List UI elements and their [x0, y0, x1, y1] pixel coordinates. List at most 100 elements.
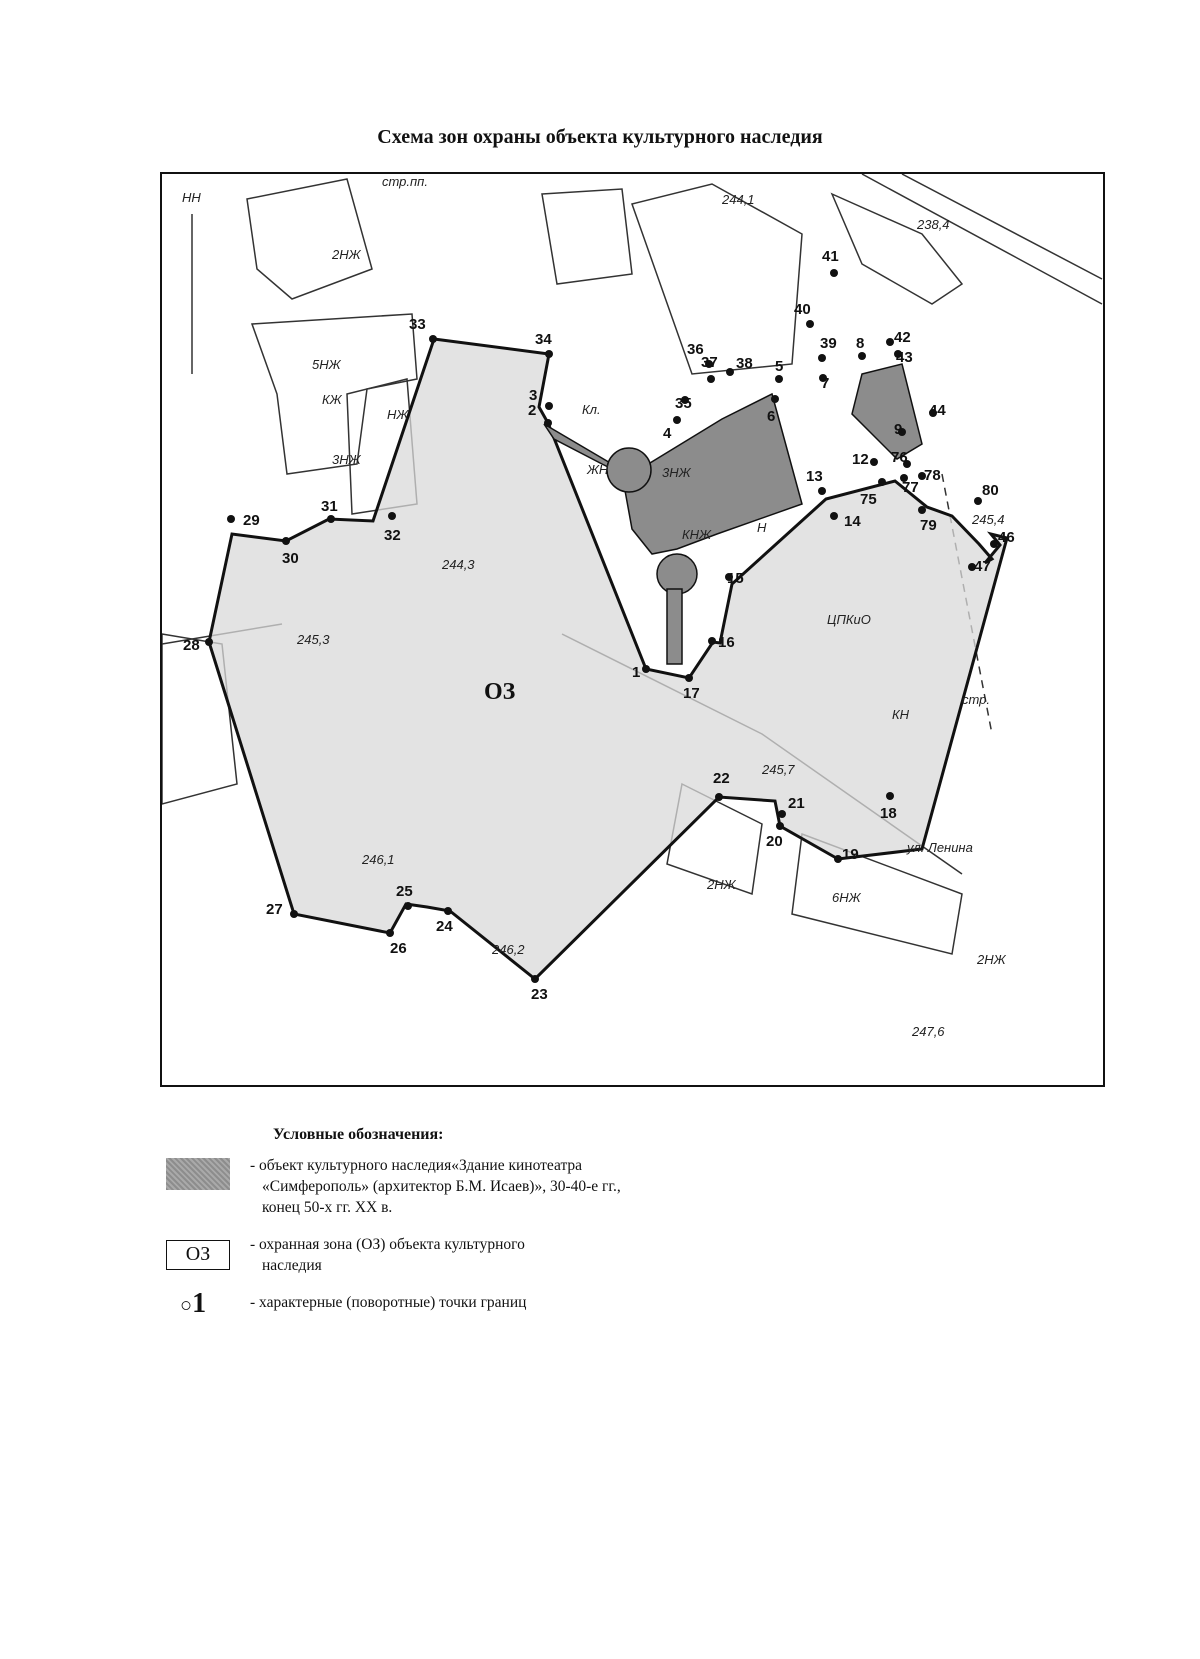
- boundary-point-marker: [708, 637, 716, 645]
- boundary-point-label: 39: [820, 335, 837, 352]
- boundary-point: 77: [900, 474, 919, 496]
- boundary-point-marker: [830, 269, 838, 277]
- boundary-point-label: 28: [183, 637, 200, 654]
- boundary-point-label: 5: [775, 358, 783, 375]
- building-outline: [250, 313, 418, 475]
- boundary-point-marker: [818, 354, 826, 362]
- boundary-point-label: 29: [243, 512, 260, 529]
- boundary-point: 7: [819, 374, 829, 392]
- boundary-point-marker: [771, 395, 779, 403]
- boundary-point-marker: [918, 506, 926, 514]
- legend-heritage-swatch: [166, 1158, 230, 1190]
- boundary-point: 40: [794, 301, 814, 328]
- boundary-point-marker: [429, 335, 437, 343]
- heritage-annex: [851, 363, 923, 460]
- boundary-point: 28: [183, 637, 213, 654]
- heritage-object: [543, 363, 923, 665]
- boundary-point-marker: [830, 512, 838, 520]
- boundary-point: 34: [535, 331, 553, 358]
- boundary-point-marker: [673, 416, 681, 424]
- protection-zone-area: [207, 337, 1009, 982]
- boundary-point-marker: [444, 907, 452, 915]
- boundary-point-label: 42: [894, 329, 911, 346]
- boundary-point: 43: [894, 349, 913, 366]
- map-label: 2НЖ: [331, 247, 362, 262]
- boundary-point-label: 75: [860, 491, 877, 508]
- map-label: КНЖ: [682, 527, 712, 542]
- boundary-point-label: 12: [852, 451, 869, 468]
- building-outline: [631, 183, 803, 375]
- boundary-point-marker: [205, 638, 213, 646]
- boundary-point: 47: [968, 558, 991, 575]
- boundary-point-label: 8: [856, 335, 864, 352]
- map-label: Н: [757, 520, 767, 535]
- boundary-point: 25: [396, 883, 413, 910]
- legend-heritage-line: «Симферополь» (архитектор Б.М. Исаев)», …: [262, 1178, 621, 1195]
- boundary-point-marker: [404, 902, 412, 910]
- boundary-point: 4: [663, 416, 681, 442]
- map-label: 3НЖ: [662, 465, 692, 480]
- boundary-point-marker: [903, 460, 911, 468]
- legend-point-text: - характерные (поворотные) точки границ: [250, 1294, 527, 1311]
- boundary-point-marker: [707, 375, 715, 383]
- boundary-point-label: 44: [929, 402, 946, 419]
- map-label: 247,6: [911, 1024, 945, 1039]
- boundary-point-marker: [388, 512, 396, 520]
- boundary-point: 18: [880, 792, 897, 822]
- building-outline: [541, 188, 633, 285]
- boundary-point: 1: [632, 664, 650, 681]
- boundary-point: 17: [683, 674, 700, 702]
- boundary-point-marker: [898, 428, 906, 436]
- boundary-point: 23: [531, 975, 548, 1003]
- boundary-point-label: 80: [982, 482, 999, 499]
- page-title: Схема зон охраны объекта культурного нас…: [377, 126, 823, 148]
- map-label: КЖ: [322, 392, 343, 407]
- boundary-point: 44: [929, 402, 946, 419]
- boundary-point-marker: [715, 793, 723, 801]
- map-label: 244,3: [441, 557, 475, 572]
- legend-point-number: 1: [192, 1288, 207, 1319]
- map-label: 5НЖ: [312, 357, 342, 372]
- boundary-point-marker: [544, 419, 552, 427]
- map-label: 238,4: [916, 217, 950, 232]
- boundary-point-label: 40: [794, 301, 811, 318]
- boundary-point-marker: [870, 458, 878, 466]
- heritage-stair: [666, 588, 683, 665]
- boundary-point-label: 41: [822, 248, 839, 265]
- boundary-point: 39: [818, 335, 837, 362]
- boundary-point: 22: [713, 770, 730, 801]
- boundary-point-marker: [974, 497, 982, 505]
- boundary-point-marker: [705, 360, 713, 368]
- boundary-point-label: 6: [767, 408, 775, 425]
- boundary-point: 14: [830, 512, 861, 530]
- map-label: НЖ: [387, 407, 409, 422]
- boundary-point-label: 35: [675, 395, 692, 412]
- boundary-point-marker: [894, 350, 902, 358]
- boundary-point-label: 33: [409, 316, 426, 333]
- boundary-point-marker: [778, 810, 786, 818]
- boundary-point: 15: [725, 570, 744, 587]
- boundary-point-marker: [806, 320, 814, 328]
- boundary-point-marker: [878, 478, 886, 486]
- boundary-point: 8: [856, 335, 866, 360]
- map-label: 245,3: [296, 632, 330, 647]
- boundary-point: 76: [891, 449, 911, 468]
- boundary-point: 2: [528, 402, 552, 427]
- boundary-point: 42: [886, 329, 911, 346]
- boundary-point-label: 36: [687, 341, 704, 358]
- boundary-point-label: 31: [321, 498, 338, 515]
- boundary-point-label: 13: [806, 468, 823, 485]
- boundary-point-label: 7: [821, 375, 829, 392]
- boundary-point: 30: [282, 537, 299, 567]
- boundary-point-label: 2: [528, 402, 536, 419]
- boundary-point: 20: [766, 822, 784, 850]
- heritage-rotunda: [606, 447, 652, 493]
- boundary-point: 3: [529, 387, 553, 410]
- boundary-point: 41: [822, 248, 839, 277]
- boundary-point-marker: [900, 474, 908, 482]
- zone-label: ОЗ: [484, 679, 516, 705]
- boundary-point-label: 27: [266, 901, 283, 918]
- boundary-point: 79: [918, 506, 937, 534]
